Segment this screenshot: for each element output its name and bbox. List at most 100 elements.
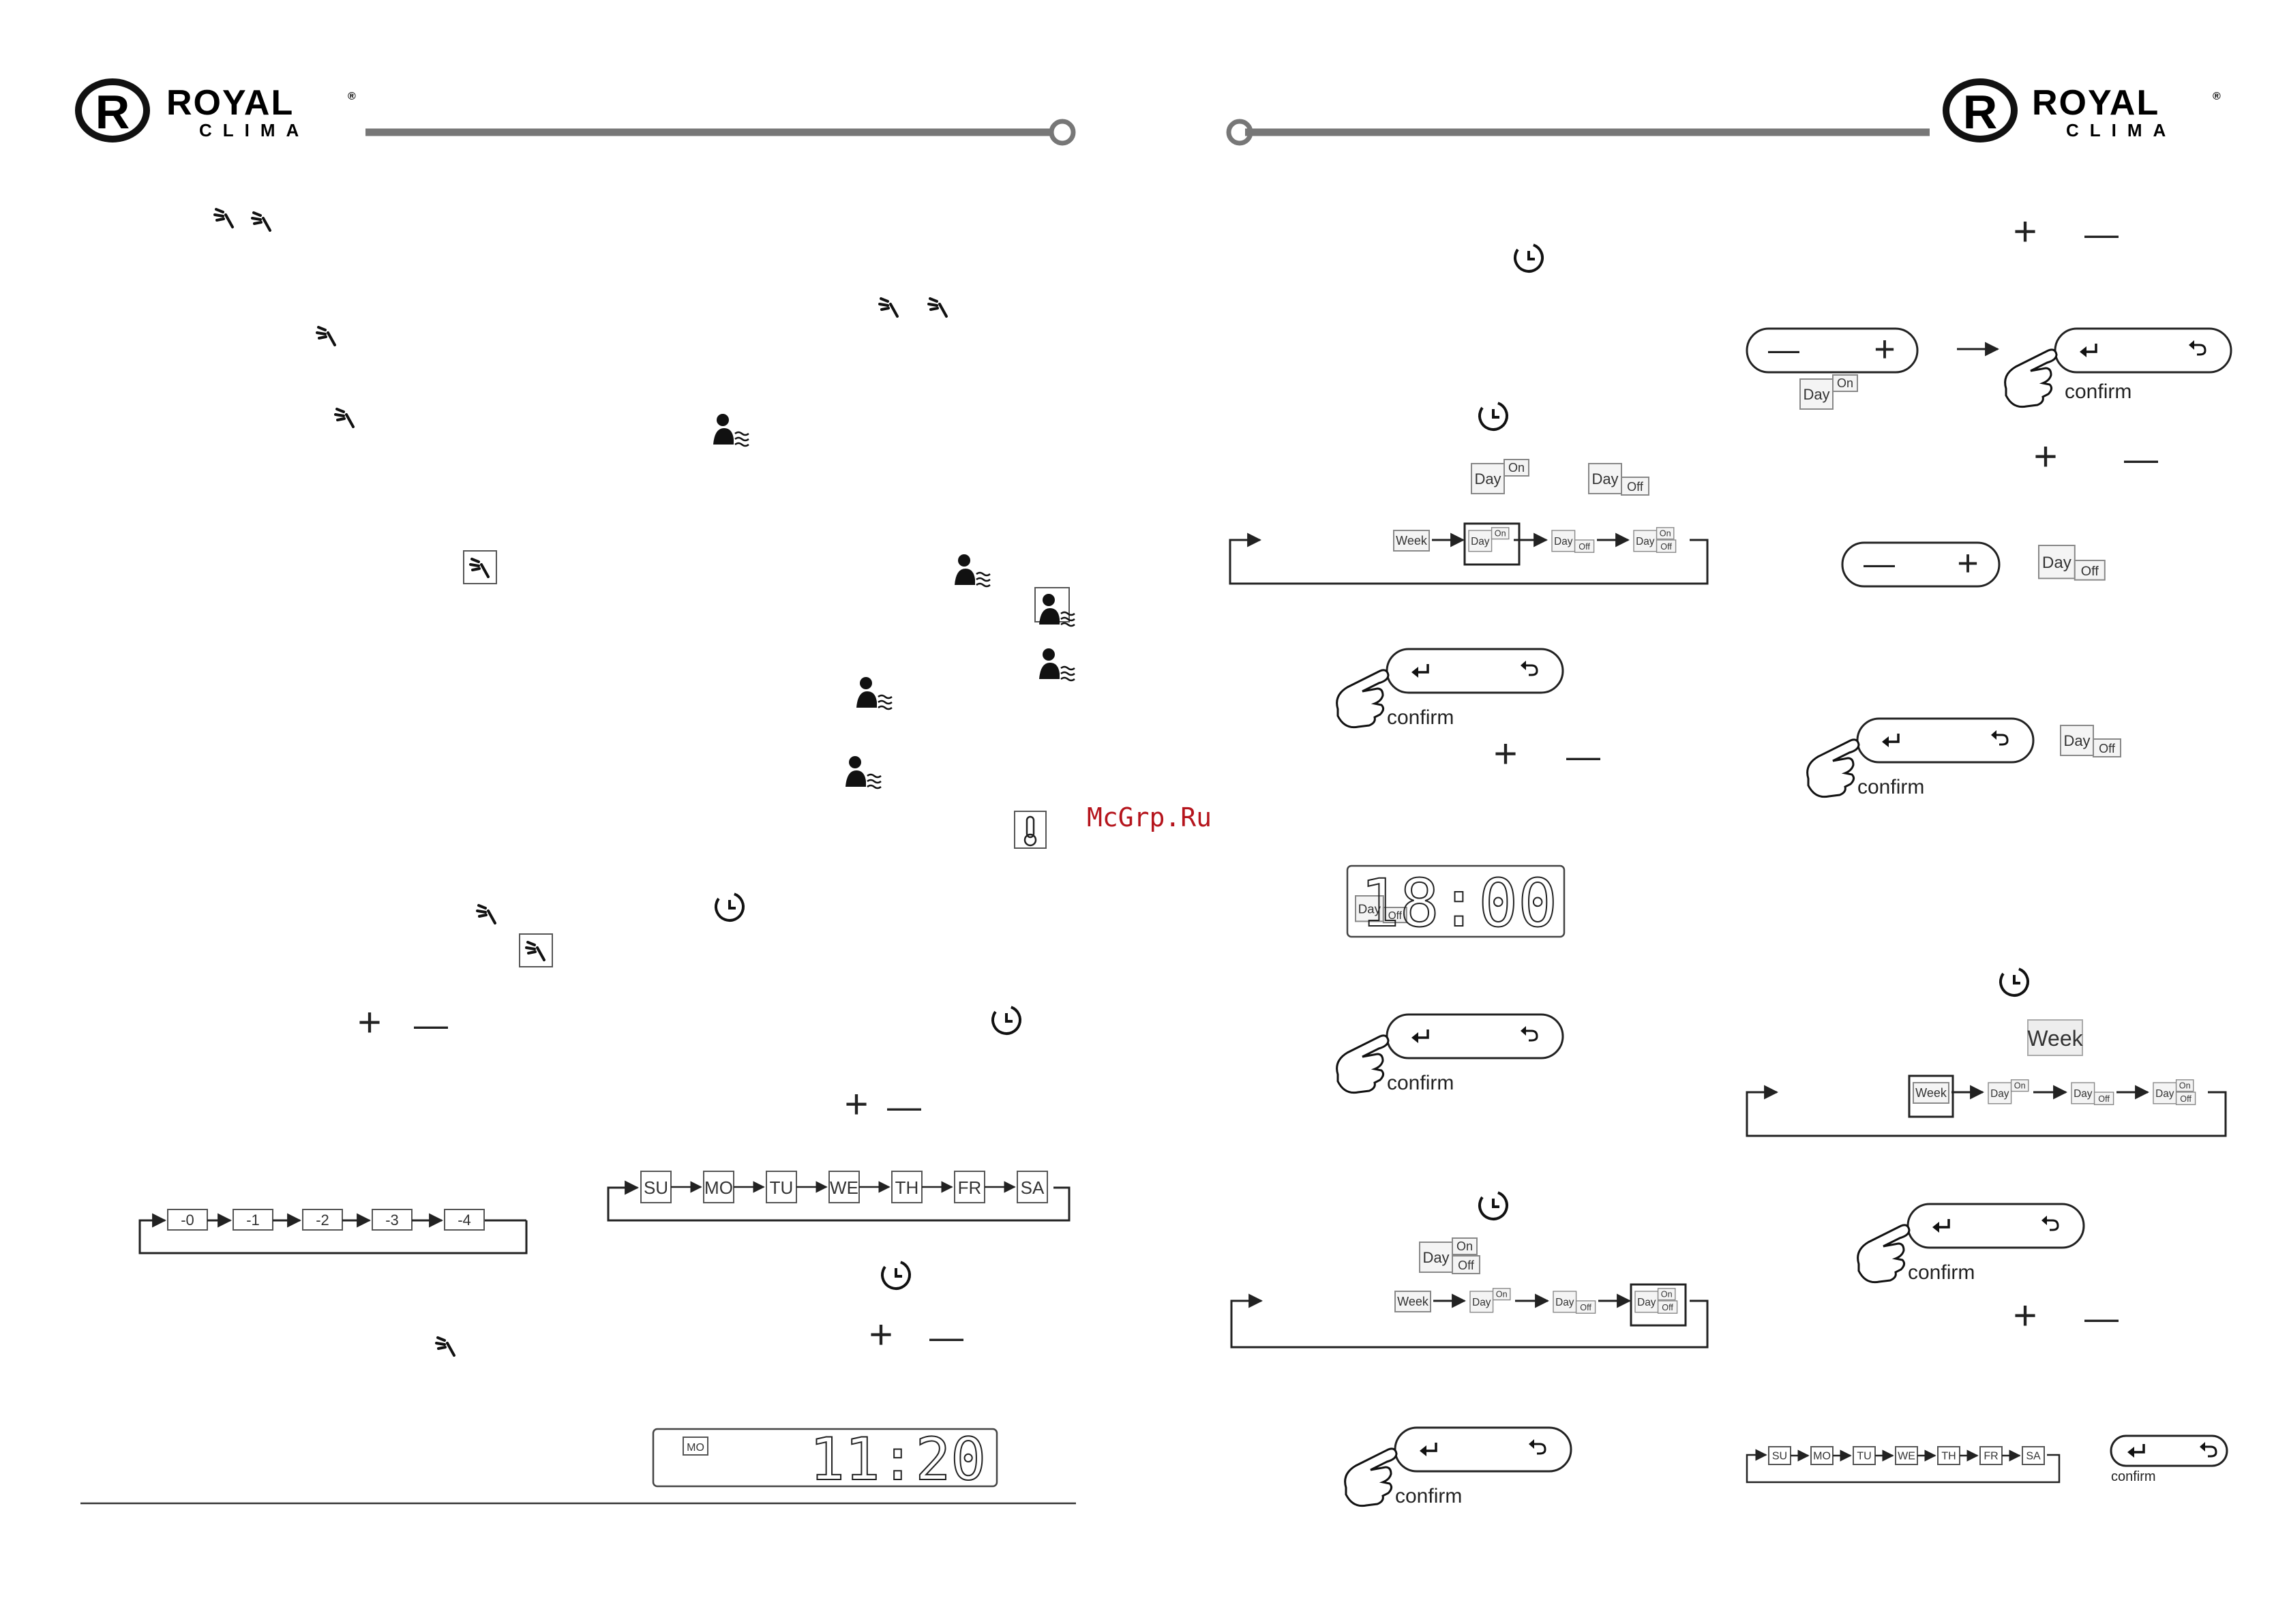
on-label: On xyxy=(2014,1081,2026,1090)
minus-plus-control[interactable] xyxy=(1841,541,2001,588)
confirm-label: confirm xyxy=(2065,380,2131,403)
plus-sign: + xyxy=(2033,434,2057,479)
minus-plus-control[interactable] xyxy=(1746,327,1919,374)
clock-display-left: MO 11:20 xyxy=(652,1425,998,1494)
day-label: Day xyxy=(1803,386,1829,403)
plus-sign: + xyxy=(2013,209,2037,254)
plus-sign: + xyxy=(869,1312,893,1357)
logo-name: ROYAL xyxy=(166,83,294,123)
weekday-label: FR xyxy=(958,1177,982,1198)
week-label: Week xyxy=(2027,1026,2083,1051)
fan-swing-icon xyxy=(251,211,271,232)
timer-icon xyxy=(987,1001,1026,1039)
timer-icon xyxy=(877,1256,915,1294)
person-airflow-icon xyxy=(844,755,882,790)
logo-sub: CLIMA xyxy=(199,120,310,140)
week-tag-large: Week xyxy=(2027,1019,2084,1056)
plus-sign[interactable]: + xyxy=(1874,329,1896,370)
minus-sign: — xyxy=(887,1087,921,1126)
person-airflow-icon xyxy=(712,412,750,447)
fan-swing-box-icon xyxy=(519,933,553,967)
minus-sign[interactable]: — xyxy=(1768,331,1799,367)
minus-sign[interactable]: — xyxy=(1864,545,1895,581)
day-label: Day xyxy=(1472,1297,1491,1308)
day-label: Day xyxy=(1471,536,1490,547)
watermark: McGrp.Ru xyxy=(1087,802,1212,832)
plus-sign: + xyxy=(357,999,381,1045)
level-label: -3 xyxy=(385,1212,399,1229)
confirm-label: confirm xyxy=(1908,1261,1975,1284)
week-label: Week xyxy=(1915,1086,1947,1100)
timer-icon xyxy=(1510,239,1548,277)
timer-icon xyxy=(1474,397,1512,435)
minus-sign: — xyxy=(2124,440,2158,478)
weekday-box xyxy=(703,1171,734,1203)
hand-press-icon xyxy=(1336,669,1390,729)
off-label: Off xyxy=(1388,910,1403,922)
minus-sign: — xyxy=(2084,215,2119,253)
left-header: R ROYAL ® CLIMA xyxy=(75,78,1076,146)
level-label: -1 xyxy=(246,1212,260,1229)
weekday-box xyxy=(954,1171,985,1203)
day-label: Day xyxy=(2042,554,2072,572)
off-label: Off xyxy=(1580,1303,1591,1312)
confirm-label: confirm xyxy=(1387,706,1454,729)
weekday-label: SU xyxy=(1772,1451,1787,1462)
day-label: Day xyxy=(1637,1297,1656,1308)
off-label: Off xyxy=(1579,542,1590,552)
fan-swing-icon xyxy=(435,1336,455,1357)
weekday-label: FR xyxy=(1984,1451,1998,1462)
week-label: Week xyxy=(1396,534,1428,547)
weekday-label: WE xyxy=(1898,1451,1915,1462)
plus-sign[interactable]: + xyxy=(1957,543,1979,584)
level-label: -2 xyxy=(316,1212,329,1229)
person-airflow-icon xyxy=(1038,647,1076,682)
weekday-label: SA xyxy=(2026,1451,2041,1462)
confirm-label: confirm xyxy=(1395,1485,1462,1507)
level-box xyxy=(372,1209,413,1231)
weekday-box xyxy=(1937,1446,1960,1465)
minus-sign: — xyxy=(414,1006,448,1044)
confirm-button-group: confirm xyxy=(2004,327,2232,408)
fan-swing-box-icon xyxy=(463,550,497,584)
weekday-label: TH xyxy=(895,1177,919,1198)
confirm-button-group: confirm xyxy=(1336,648,1564,729)
person-airflow-icon xyxy=(855,676,893,710)
confirm-button-small: confirm xyxy=(2110,1434,2228,1484)
left-plus-minus: + — + — + — xyxy=(357,999,963,1357)
weekday-box xyxy=(2022,1446,2045,1465)
off-label: Off xyxy=(1662,1303,1673,1312)
level-label: -4 xyxy=(458,1212,471,1229)
minus-plus-pill: — + xyxy=(1746,327,1919,374)
weekday-box xyxy=(1017,1171,1048,1203)
level-box xyxy=(167,1209,208,1231)
royal-clima-logo: R ROYAL ® CLIMA xyxy=(75,78,356,142)
day-on-tag: Day On xyxy=(1799,374,1858,410)
day-label: Day xyxy=(1554,536,1573,547)
confirm-pill[interactable] xyxy=(2110,1434,2228,1467)
off-label: Off xyxy=(1660,542,1672,552)
minus-sign: — xyxy=(2084,1299,2119,1337)
day-label: Day xyxy=(1636,536,1655,547)
on-label: On xyxy=(1837,376,1853,390)
hand-press-icon xyxy=(1344,1447,1398,1507)
display-time: 11:20 xyxy=(809,1426,986,1494)
level-label: -0 xyxy=(181,1212,194,1229)
mode-highlight xyxy=(1908,1074,1954,1118)
plus-sign: + xyxy=(1493,731,1517,777)
plus-sign: + xyxy=(2013,1293,2037,1338)
on-label: On xyxy=(1508,461,1525,475)
minus-sign: — xyxy=(929,1318,963,1356)
logo-mark: R xyxy=(1963,85,1998,138)
off-label: Off xyxy=(2099,742,2116,755)
weekday-label: WE xyxy=(830,1177,858,1198)
minus-sign: — xyxy=(1566,737,1600,775)
